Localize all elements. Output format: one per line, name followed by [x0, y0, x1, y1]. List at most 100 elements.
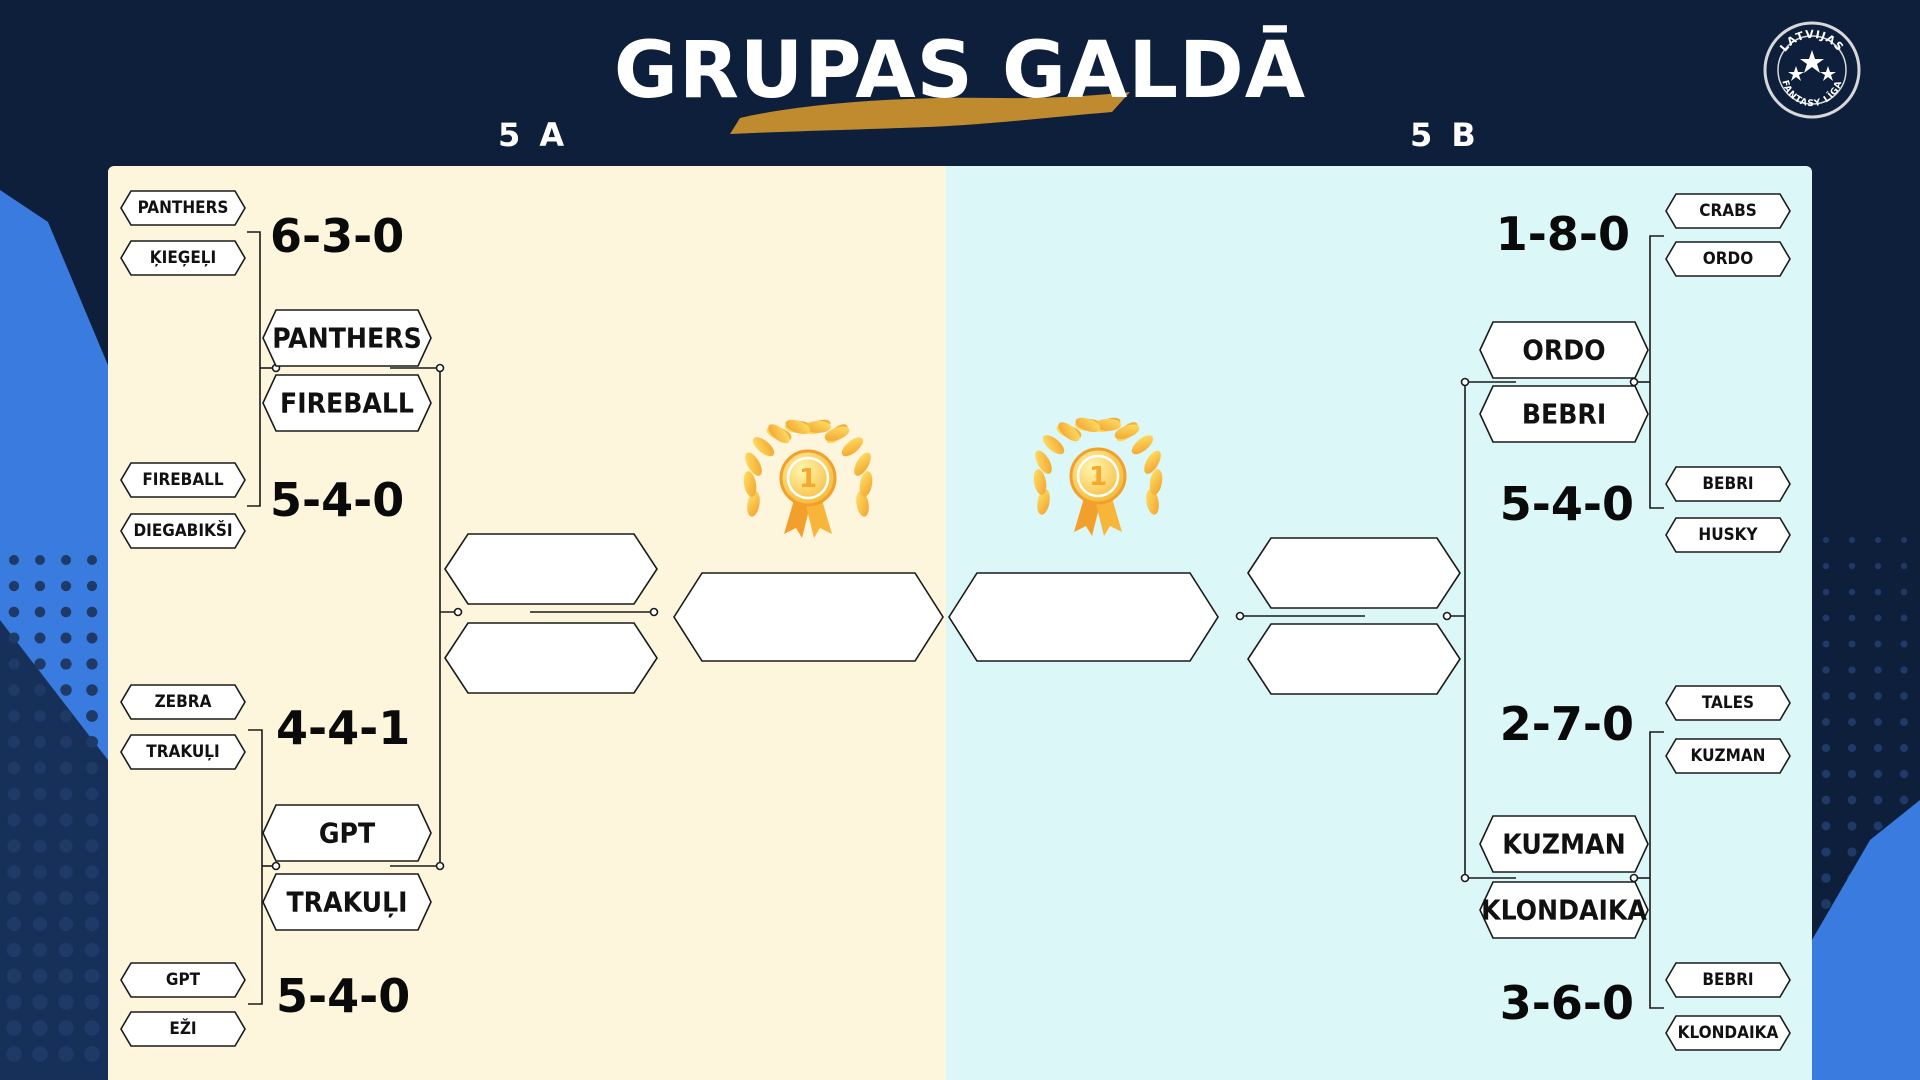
team-slot[interactable]	[1247, 623, 1461, 695]
team-slot-outline	[1665, 517, 1791, 553]
team-slot-outline	[120, 1011, 246, 1047]
star-icon	[1820, 66, 1836, 81]
team-slot-outline	[948, 572, 1219, 662]
match-b1: CRABS ORDO 1-8-0	[1496, 193, 1791, 277]
match-b2: BEBRI HUSKY 5-4-0	[1500, 466, 1791, 553]
team-slot[interactable]: KLONDAIKA	[1665, 1015, 1791, 1051]
team-slot[interactable]	[444, 622, 658, 694]
team-slot[interactable]: ZEBRA	[120, 684, 246, 720]
score: 5-4-0	[276, 969, 410, 1023]
team-slot[interactable]: FIREBALL	[120, 462, 246, 498]
team-slot-outline	[262, 804, 432, 862]
team-slot-outline	[1665, 685, 1791, 721]
team-name: KLONDAIKA	[1481, 894, 1647, 927]
team-slot[interactable]: TALES	[1665, 685, 1791, 721]
team-slot[interactable]	[444, 533, 658, 605]
team-name: KLONDAIKA	[1678, 1023, 1779, 1043]
semi-a1: PANTHERS FIREBALL	[262, 309, 432, 432]
team-slot-outline	[262, 374, 432, 432]
score: 5-4-0	[270, 473, 404, 527]
medal-icon: 1	[1033, 417, 1163, 536]
team-slot-outline	[444, 533, 658, 605]
team-slot[interactable]: BEBRI	[1479, 385, 1649, 443]
team-slot[interactable]: DIEGABIKŠI	[120, 513, 246, 549]
team-slot[interactable]: FIREBALL	[262, 374, 432, 432]
team-slot[interactable]: BEBRI	[1665, 466, 1791, 502]
star-icon	[1800, 50, 1824, 73]
team-slot[interactable]: KUZMAN	[1479, 815, 1649, 873]
team-name: FIREBALL	[280, 387, 414, 420]
team-slot[interactable]: GPT	[120, 962, 246, 998]
team-slot-outline	[1247, 537, 1461, 609]
team-slot[interactable]: PANTHERS	[262, 309, 432, 367]
team-slot[interactable]: BEBRI	[1665, 962, 1791, 998]
team-slot-outline	[1479, 385, 1649, 443]
team-slot[interactable]: ĶIEĢEĻI	[120, 240, 246, 276]
medal-number: 1	[799, 464, 817, 494]
team-name: HUSKY	[1698, 525, 1758, 545]
team-slot-outline	[120, 462, 246, 498]
team-slot[interactable]: PANTHERS	[120, 190, 246, 226]
match-a1: PANTHERS ĶIEĢEĻI 6-3-0	[120, 190, 404, 276]
team-slot[interactable]: EŽI	[120, 1011, 246, 1047]
group-a-label: 5 A	[498, 116, 569, 154]
team-name: KUZMAN	[1691, 746, 1766, 766]
group-b-label: 5 B	[1410, 116, 1480, 154]
team-slot-outline	[673, 572, 944, 662]
team-name: ZEBRA	[155, 692, 212, 712]
final-a	[444, 533, 658, 694]
team-slot[interactable]: CRABS	[1665, 193, 1791, 229]
star-icon	[1788, 66, 1804, 81]
match-b4: BEBRI KLONDAIKA 3-6-0	[1500, 962, 1791, 1051]
team-slot-outline	[1479, 881, 1649, 939]
team-slot[interactable]: TRAKUĻI	[120, 734, 246, 770]
team-name: TRAKUĻI	[146, 742, 219, 762]
team-slot[interactable]: KUZMAN	[1665, 738, 1791, 774]
match-a2: FIREBALL DIEGABIKŠI 5-4-0	[120, 462, 404, 549]
team-slot-outline	[120, 240, 246, 276]
team-slot[interactable]: ORDO	[1479, 321, 1649, 379]
league-logo: LATVIJAS FANTASY LĪGA	[1763, 21, 1861, 119]
score: 4-4-1	[276, 701, 410, 755]
team-name: BEBRI	[1702, 474, 1753, 494]
team-slot[interactable]	[1247, 537, 1461, 609]
score: 1-8-0	[1496, 207, 1630, 261]
team-name: GPT	[166, 970, 201, 990]
team-name: KUZMAN	[1502, 828, 1625, 861]
semi-b2: KUZMAN KLONDAIKA	[1479, 815, 1649, 939]
team-slot[interactable]: ORDO	[1665, 241, 1791, 277]
team-slot-outline	[1665, 193, 1791, 229]
winner-a-slot[interactable]	[673, 572, 944, 662]
team-slot-outline	[1247, 623, 1461, 695]
team-slot-outline	[1665, 466, 1791, 502]
match-b3: TALES KUZMAN 2-7-0	[1500, 685, 1791, 774]
page-title: GRUPAS GALDĀ	[613, 26, 1307, 116]
team-slot[interactable]: KLONDAIKA	[1479, 881, 1649, 939]
winner-b-slot[interactable]	[948, 572, 1219, 662]
team-slot-outline	[262, 873, 432, 931]
team-slot-outline	[1665, 738, 1791, 774]
team-name: PANTHERS	[138, 198, 229, 218]
team-slot[interactable]: HUSKY	[1665, 517, 1791, 553]
score: 6-3-0	[270, 209, 404, 263]
team-slot-outline	[262, 309, 432, 367]
team-slot-outline	[1665, 1015, 1791, 1051]
team-slot-outline	[1665, 241, 1791, 277]
medal-number: 1	[1089, 462, 1107, 492]
team-slot-outline	[120, 734, 246, 770]
score: 2-7-0	[1500, 697, 1634, 751]
team-name: GPT	[319, 817, 376, 850]
match-a4: GPT EŽI 5-4-0	[120, 962, 410, 1047]
team-name: FIREBALL	[142, 470, 224, 490]
team-slot-outline	[1665, 962, 1791, 998]
medal-icon: 1	[743, 419, 873, 538]
semi-b1: ORDO BEBRI	[1479, 321, 1649, 443]
team-name: TALES	[1702, 693, 1754, 713]
match-a3: ZEBRA TRAKUĻI 4-4-1	[120, 684, 410, 770]
score: 3-6-0	[1500, 976, 1634, 1030]
team-slot[interactable]: GPT	[262, 804, 432, 862]
team-slot[interactable]: TRAKUĻI	[262, 873, 432, 931]
team-slot-outline	[120, 190, 246, 226]
